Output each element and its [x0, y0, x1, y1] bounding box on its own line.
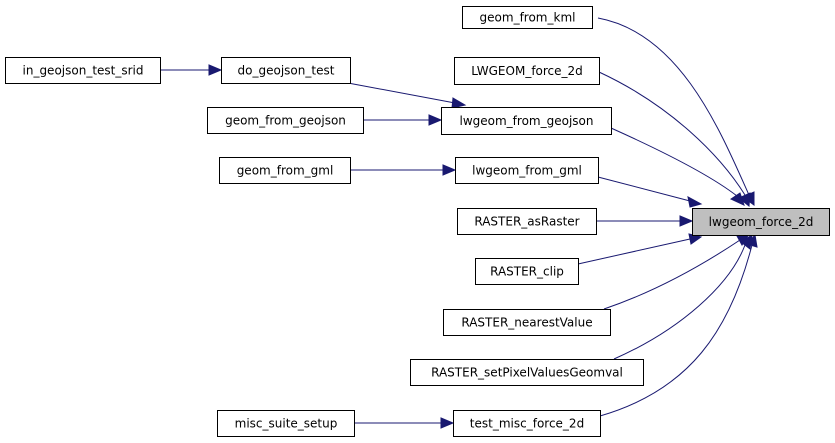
node-box[interactable]: [453, 410, 601, 437]
edge-line: [597, 176, 691, 202]
node-box[interactable]: [462, 6, 593, 29]
edges-layer: [160, 17, 758, 429]
node-box[interactable]: [207, 107, 364, 134]
node-label: RASTER_setPixelValuesGeomval: [431, 366, 623, 380]
node-in_geojson_test_srid[interactable]: in_geojson_test_srid: [5, 57, 161, 84]
node-box[interactable]: [455, 157, 599, 184]
node-label: misc_suite_setup: [235, 417, 338, 431]
node-box[interactable]: [5, 57, 161, 84]
node-label: RASTER_nearestValue: [461, 316, 592, 330]
node-box[interactable]: [454, 57, 600, 85]
edge-line: [597, 17, 750, 196]
edge-arrowhead: [428, 114, 443, 126]
node-RASTER_asRaster[interactable]: RASTER_asRaster: [457, 208, 597, 235]
node-geom_from_gml[interactable]: geom_from_gml: [219, 157, 351, 184]
node-label: geom_from_kml: [480, 11, 576, 25]
node-box[interactable]: [441, 107, 612, 135]
node-test_misc_force_2d[interactable]: test_misc_force_2d: [453, 410, 601, 437]
edge-geom_from_kml-to-lwgeom_force_2d: [597, 17, 755, 206]
node-box[interactable]: [692, 208, 830, 236]
edge-lwgeom_from_geojson-to-lwgeom_force_2d: [610, 127, 745, 206]
node-box[interactable]: [217, 410, 355, 437]
edge-line: [598, 71, 746, 196]
edge-line: [613, 244, 746, 360]
edge-test_misc_force_2d-to-lwgeom_force_2d: [599, 233, 758, 417]
edge-geom_from_gml-to-lwgeom_from_gml: [350, 164, 457, 176]
edge-LWGEOM_force_2d-to-lwgeom_force_2d: [598, 71, 751, 207]
edge-geom_from_geojson-to-lwgeom_from_geojson: [363, 114, 443, 126]
edge-line: [347, 82, 456, 104]
edge-arrowhead: [208, 64, 223, 76]
node-RASTER_nearestValue[interactable]: RASTER_nearestValue: [443, 309, 611, 336]
node-geom_from_kml[interactable]: geom_from_kml: [462, 6, 593, 29]
node-LWGEOM_force_2d[interactable]: LWGEOM_force_2d: [454, 57, 600, 85]
node-label: test_misc_force_2d: [470, 417, 584, 431]
edge-arrowhead: [687, 196, 703, 208]
node-box[interactable]: [221, 57, 351, 84]
edge-arrowhead: [440, 417, 455, 429]
edge-arrowhead: [746, 233, 758, 248]
node-label: RASTER_asRaster: [474, 215, 579, 229]
node-do_geojson_test[interactable]: do_geojson_test: [221, 57, 351, 84]
node-label: in_geojson_test_srid: [23, 64, 144, 78]
node-label: LWGEOM_force_2d: [471, 64, 583, 78]
node-label: lwgeom_force_2d: [709, 215, 814, 229]
edge-line: [603, 239, 741, 310]
edge-lwgeom_from_gml-to-lwgeom_force_2d: [597, 176, 703, 208]
edge-arrowhead: [451, 97, 467, 109]
node-box[interactable]: [219, 157, 351, 184]
node-RASTER_setPixelValuesGeomval[interactable]: RASTER_setPixelValuesGeomval: [410, 359, 644, 386]
node-geom_from_geojson[interactable]: geom_from_geojson: [207, 107, 364, 134]
node-RASTER_clip[interactable]: RASTER_clip: [475, 258, 579, 285]
edge-RASTER_nearestValue-to-lwgeom_force_2d: [603, 233, 751, 310]
node-box[interactable]: [443, 309, 611, 336]
edge-arrowhead: [738, 192, 751, 207]
edge-arrowhead: [442, 164, 457, 176]
edge-arrowhead: [729, 192, 745, 206]
node-lwgeom_from_gml[interactable]: lwgeom_from_gml: [455, 157, 599, 184]
edge-misc_suite_setup-to-test_misc_force_2d: [354, 417, 455, 429]
node-label: lwgeom_from_geojson: [460, 114, 594, 128]
node-label: do_geojson_test: [238, 64, 335, 78]
node-box[interactable]: [410, 359, 644, 386]
edge-line: [577, 238, 691, 265]
node-label: geom_from_geojson: [225, 114, 346, 128]
edge-line: [599, 244, 753, 417]
node-box[interactable]: [457, 208, 597, 235]
node-label: geom_from_gml: [237, 164, 334, 178]
node-box[interactable]: [475, 258, 579, 285]
edge-RASTER_asRaster-to-lwgeom_force_2d: [596, 215, 694, 227]
node-misc_suite_setup[interactable]: misc_suite_setup: [217, 410, 355, 437]
node-lwgeom_from_geojson[interactable]: lwgeom_from_geojson: [441, 107, 612, 135]
edge-arrowhead: [679, 215, 694, 227]
edge-do_geojson_test-to-lwgeom_from_geojson: [347, 82, 467, 109]
nodes-layer: lwgeom_force_2d geom_from_kmlLWGEOM_force…: [5, 6, 830, 437]
node-lwgeom_force_2d[interactable]: lwgeom_force_2d: [692, 208, 830, 236]
edge-line: [610, 127, 738, 197]
node-label: lwgeom_from_gml: [472, 164, 582, 178]
edge-in_geojson_test_srid-to-do_geojson_test: [160, 64, 223, 76]
edge-RASTER_clip-to-lwgeom_force_2d: [577, 233, 703, 265]
node-label: RASTER_clip: [490, 265, 564, 279]
